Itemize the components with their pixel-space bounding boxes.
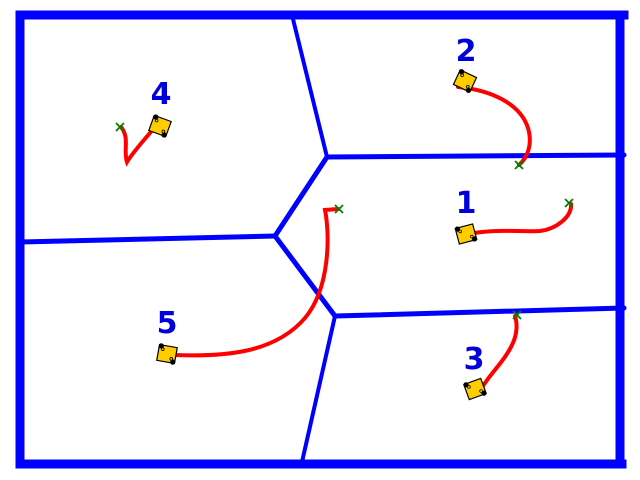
robot-icon (452, 69, 478, 93)
robot-2-label: 2 (456, 34, 477, 69)
goal-markers (115, 122, 574, 320)
robot-2 (452, 69, 478, 93)
goal-x-icon (564, 198, 574, 208)
robot-1-label: 1 (456, 186, 477, 221)
robot-labels: 1 2 3 4 5 (151, 34, 485, 377)
robot-3 (463, 377, 487, 401)
goal-x-icon (512, 310, 522, 320)
robot-4 (148, 114, 172, 138)
partition-wall (290, 13, 329, 159)
robot-3-label: 3 (464, 342, 485, 377)
goal-x-icon (514, 160, 524, 170)
partition-wall (324, 152, 627, 160)
partition-wall (332, 305, 627, 319)
robot-icon (454, 223, 478, 245)
robot-icon (156, 343, 178, 365)
partition-wall (272, 233, 338, 319)
robot-5-label: 5 (157, 306, 178, 341)
partition-wall (300, 314, 337, 464)
robot-icon (148, 114, 172, 138)
robot-2-path (456, 85, 532, 167)
partition-walls (17, 13, 627, 464)
robot-icon (463, 377, 487, 401)
partition-wall (272, 154, 330, 239)
goal-x-icon (115, 122, 125, 132)
robot-5-path (172, 207, 340, 358)
robot-3-path (481, 314, 519, 388)
robot-4-path (119, 125, 157, 167)
goal-x-icon (334, 204, 344, 214)
robot-4-label: 4 (151, 77, 172, 112)
partition-wall (17, 233, 278, 245)
robot-1-path (472, 202, 573, 235)
robot-1 (454, 223, 478, 245)
robots (148, 69, 487, 401)
robot-5 (156, 343, 178, 365)
robot-paths (119, 85, 573, 388)
